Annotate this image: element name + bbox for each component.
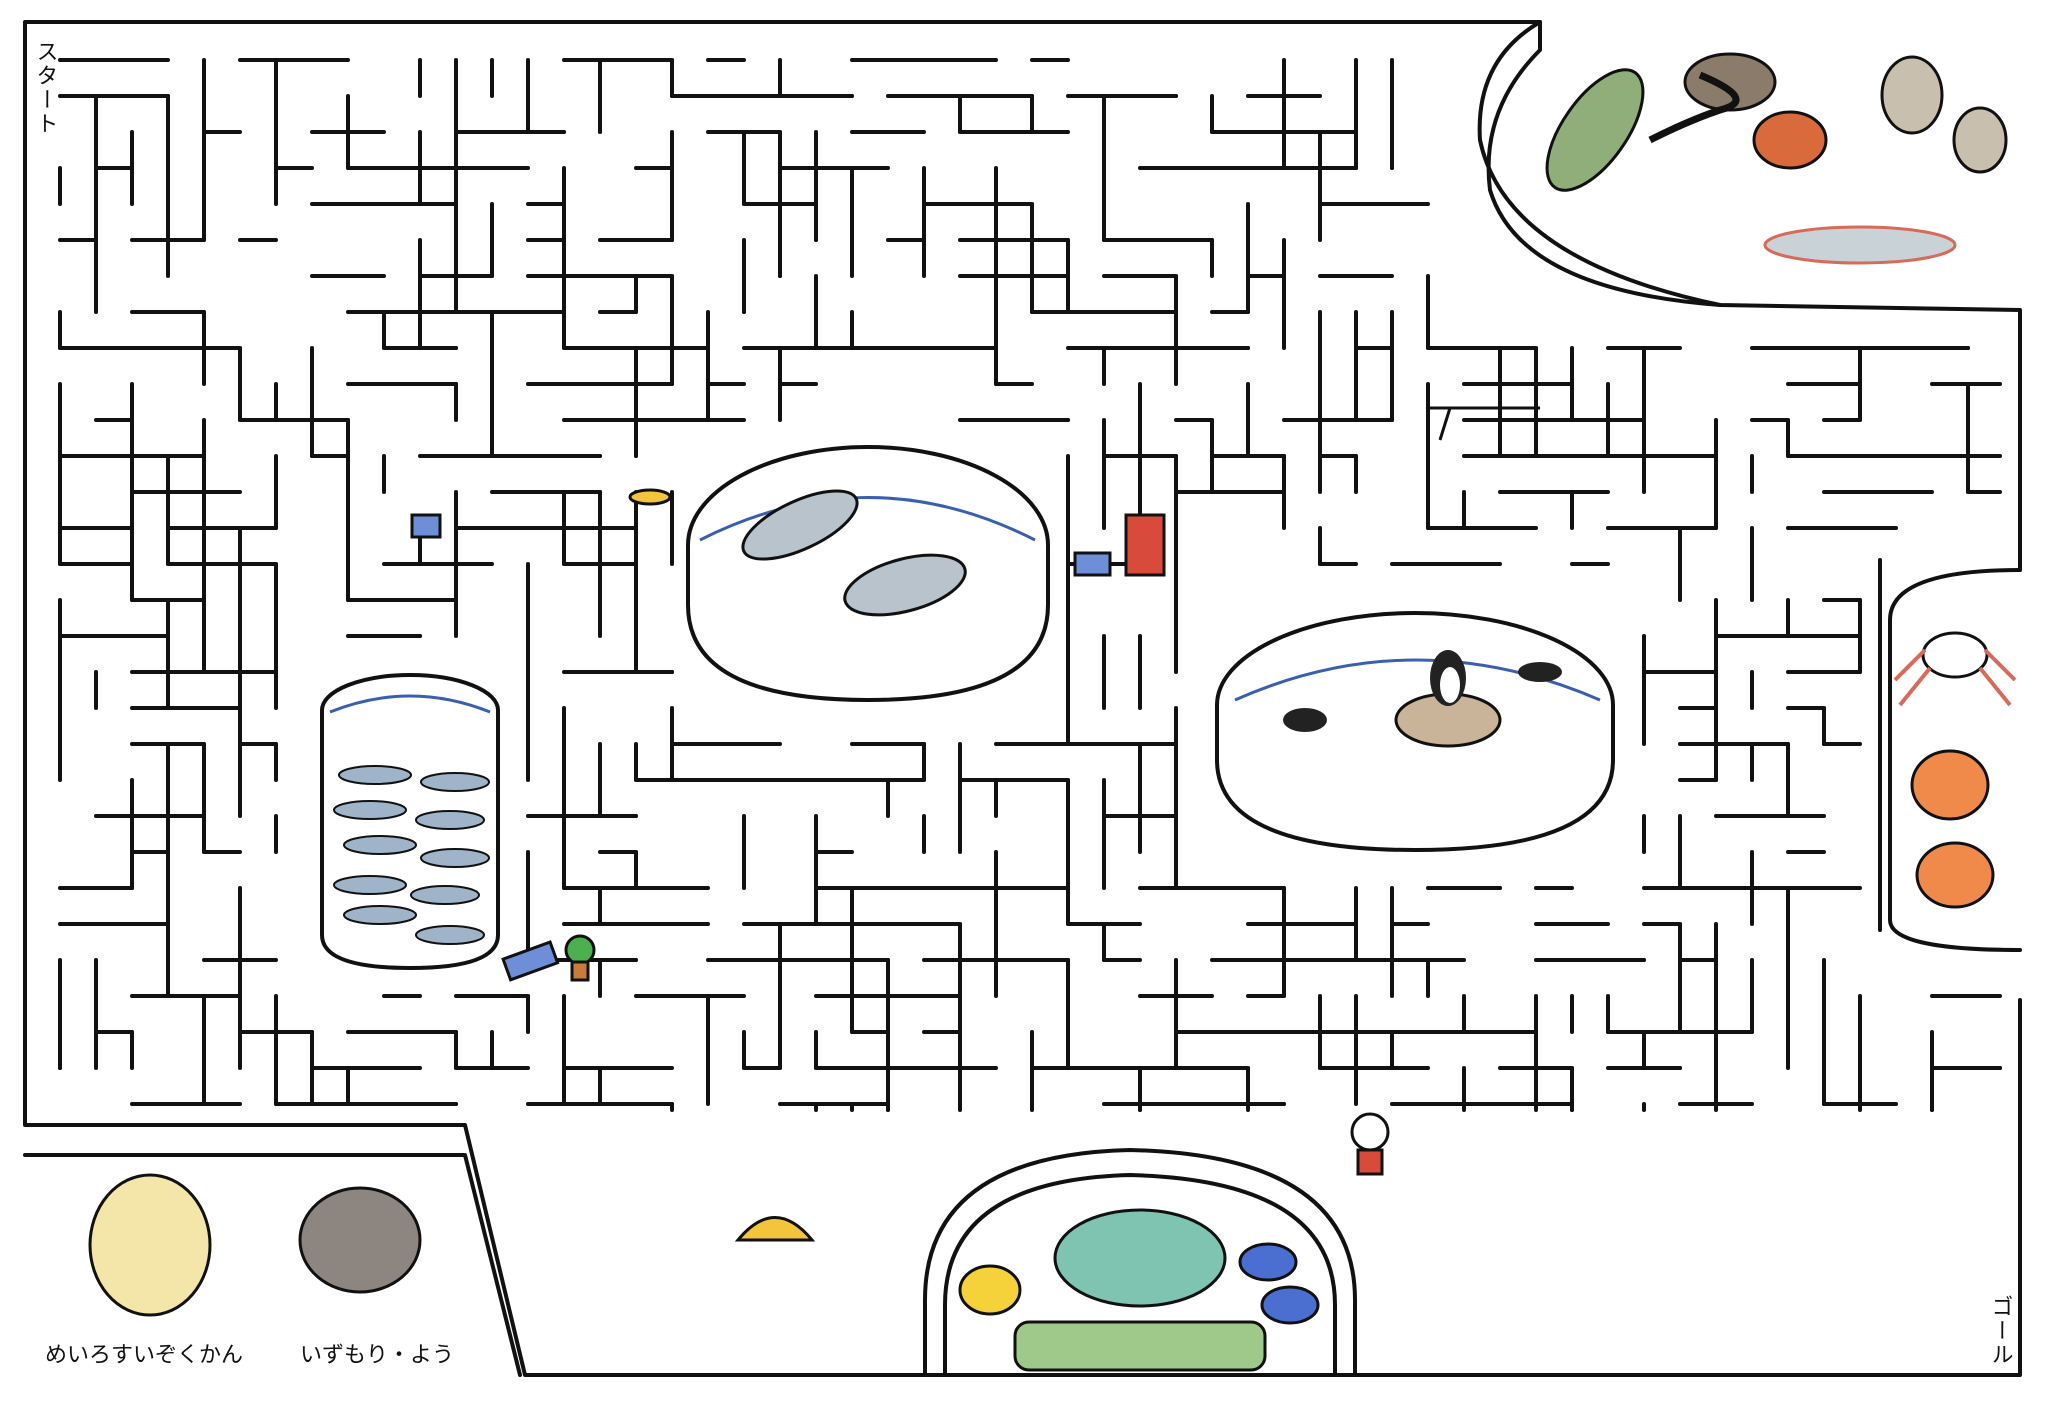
eel-icon bbox=[1648, 71, 1740, 144]
seal-icon bbox=[741, 489, 967, 617]
grouper-icon bbox=[298, 1186, 422, 1294]
amazon-room-wall bbox=[1486, 20, 1722, 307]
skeleton-icon bbox=[1430, 406, 1540, 441]
crab-icon bbox=[1893, 631, 2017, 707]
bench-icon bbox=[1073, 551, 1112, 577]
penguin-tank bbox=[1215, 611, 1615, 853]
furniture bbox=[410, 406, 1540, 1242]
penguin-icon bbox=[1283, 650, 1562, 732]
plant-icon bbox=[564, 934, 596, 966]
start-label: スタート bbox=[33, 40, 58, 136]
info-room-wall bbox=[23, 1153, 522, 1377]
sardine-tank bbox=[320, 673, 500, 971]
arowana-icon bbox=[1763, 225, 1957, 265]
gumball-machine-icon bbox=[1350, 1112, 1390, 1152]
napoleon-fish-icon bbox=[1053, 1208, 1227, 1308]
credit-author: いずもり・よう bbox=[300, 1343, 454, 1368]
chair-icon bbox=[410, 513, 442, 539]
seal-tank bbox=[686, 445, 1050, 703]
credit-museum: めいろすいぞくかん bbox=[45, 1343, 243, 1368]
arch-tank-animals bbox=[958, 1208, 1320, 1372]
vending-machine-icon bbox=[1124, 513, 1166, 577]
whale-shark-icon bbox=[88, 1173, 212, 1317]
butterfly-fish-icon bbox=[958, 1264, 1022, 1316]
maze-walls bbox=[23, 20, 2022, 1377]
goldfish-alcove-wall bbox=[1888, 568, 2022, 952]
table-icon bbox=[628, 488, 672, 506]
arch-tank-wall bbox=[923, 1148, 1357, 1377]
alcove-animals bbox=[1893, 631, 2017, 909]
piranha-icon bbox=[1752, 110, 1828, 170]
amazon-fish-display bbox=[1545, 52, 2008, 265]
sardine-icon bbox=[333, 765, 490, 945]
goal-label: ゴール bbox=[1988, 1295, 2013, 1367]
arapaima-icon bbox=[1545, 68, 1645, 192]
blue-fish-icon bbox=[1238, 1242, 1298, 1282]
umbrella-icon bbox=[734, 1216, 816, 1242]
credit-animals bbox=[88, 1173, 422, 1317]
turtle-icon bbox=[1683, 52, 1777, 112]
goldfish-icon bbox=[1910, 749, 1990, 821]
seaweed-grass bbox=[1013, 1320, 1267, 1372]
